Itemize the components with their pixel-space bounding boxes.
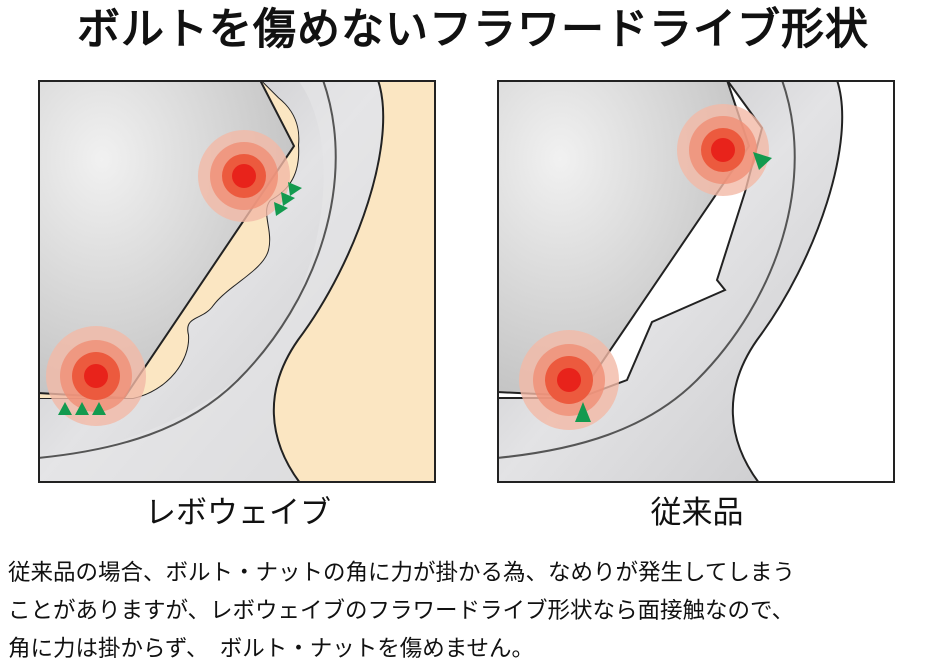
force-arrow-lower: [575, 402, 591, 422]
description-line-3: 角に力は掛からず、 ボルト・ナットを傷めません。: [8, 636, 535, 662]
description-line-2: ことがありますが、レボウェイブのフラワードライブ形状なら面接触なので、: [8, 598, 795, 624]
contact-point-lower: [519, 330, 619, 430]
caption-conventional: 従来品: [650, 495, 744, 531]
page-title: ボルトを傷めないフラワードライブ形状: [77, 5, 869, 55]
contact-point-upper: [677, 104, 769, 196]
revowave-diagram: [38, 80, 436, 483]
caption-revowave: レボウェイブ: [145, 495, 331, 531]
force-arrows-upper: [274, 182, 302, 216]
contact-gap: [38, 80, 299, 398]
description-line-1: 従来品の場合、ボルト・ナットの角に力が掛かる為、なめりが発生してしまう: [8, 560, 795, 586]
contact-point-upper: [198, 130, 290, 222]
force-arrows-lower: [58, 402, 106, 415]
conventional-diagram: [497, 80, 895, 483]
contact-point-lower: [46, 326, 146, 426]
contact-gap: [497, 80, 762, 398]
force-arrow-upper: [753, 152, 772, 170]
